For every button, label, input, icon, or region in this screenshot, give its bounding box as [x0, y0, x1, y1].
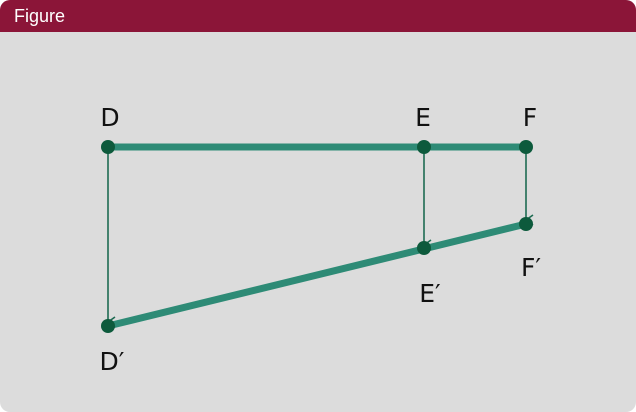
label-f: F	[523, 103, 537, 132]
figure-header: Figure	[0, 0, 636, 32]
point-f	[519, 140, 533, 154]
label-d-prime: D′	[100, 347, 125, 376]
label-f-prime: F′	[521, 253, 541, 282]
point-e	[417, 140, 431, 154]
point-d	[101, 140, 115, 154]
segment-def-prime	[104, 220, 530, 330]
label-e: E	[415, 103, 431, 132]
transformation-diagram: D E F D′ E′ F′	[100, 103, 542, 376]
point-e-prime	[417, 241, 431, 255]
point-f-prime	[519, 217, 533, 231]
figure-title: Figure	[14, 6, 66, 26]
label-d: D	[100, 103, 119, 132]
label-e-prime: E′	[419, 279, 441, 308]
point-d-prime	[101, 319, 115, 333]
